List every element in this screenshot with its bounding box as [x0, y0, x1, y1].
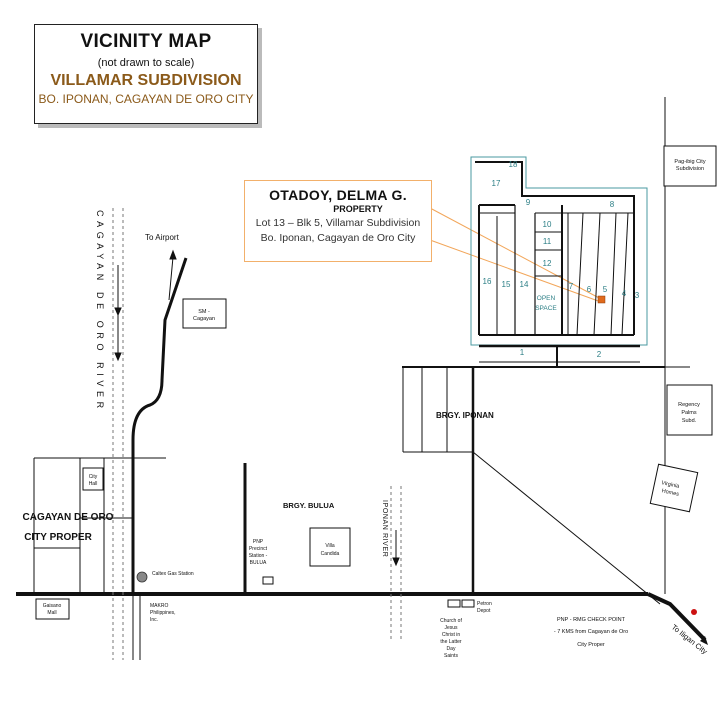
lot-8: 8: [610, 200, 615, 209]
brgy-bulua-label: BRGY. BULUA: [283, 501, 335, 510]
pagibig-box: [663, 145, 717, 187]
virginia-label-1: Virginia: [661, 480, 681, 490]
city-hall-box: [82, 467, 104, 491]
regency-box: [666, 384, 713, 436]
rivers: [112, 208, 402, 660]
lot-9: 9: [526, 198, 531, 207]
lot-14: 14: [520, 280, 529, 289]
cdo-proper-label-1: CAGAYAN DE ORO: [23, 512, 114, 523]
lot-3: 3: [635, 291, 640, 300]
petron-label-2: Depot: [477, 608, 491, 614]
river-flow-arrows: [114, 249, 400, 567]
gaisano-box: [35, 598, 70, 620]
regency-label-1: Regency: [678, 402, 700, 408]
pagibig-label-1: Pag-ibig City: [674, 159, 705, 165]
lot-7: 7: [569, 282, 574, 291]
pnp-label-4: BULUA: [250, 560, 267, 566]
map-title: VICINITY MAP: [80, 31, 212, 52]
subdivision-lots: [470, 156, 648, 346]
church-label-4: the Latter: [440, 639, 461, 645]
map-labels: Pag-ibig City Subdivision To Airport SM …: [23, 159, 710, 659]
virginia-label-2: Homes: [661, 488, 680, 498]
church-label-1: Church of: [440, 618, 462, 624]
checkpoint-label-3: City Proper: [577, 642, 605, 648]
makro-label-2: Philippines,: [150, 610, 176, 616]
lot-10: 10: [543, 220, 552, 229]
pnp-label-2: Precinct: [249, 546, 268, 552]
checkpoint-label-2: - 7 KMS from Cagayan de Oro: [554, 629, 628, 635]
church-label-3: Christ in: [442, 632, 461, 638]
subdivision-name: VILLAMAR SUBDIVISION: [50, 72, 242, 89]
gaisano-label-1: Gaisano: [43, 603, 62, 609]
sm-label-1: SM -: [198, 309, 210, 315]
diagonal-road: [472, 451, 661, 605]
pagibig-label-2: Subdivision: [676, 166, 704, 172]
regency-label-3: Subd.: [682, 418, 697, 424]
property-info-box: OTADOY, DELMA G. PROPERTY Lot 13 – Blk 5…: [244, 180, 432, 262]
church-label-2: Jesus: [444, 625, 458, 631]
lot-5: 5: [603, 285, 608, 294]
checkpoint-marker: [691, 609, 697, 615]
airport-road: [131, 257, 188, 594]
city-hall-label-2: Hall: [89, 481, 98, 487]
lot-numbers: 18 17 9 8 10 11 12 16 15 14 OPEN SPACE 7…: [483, 160, 640, 359]
lot-11: 11: [543, 237, 552, 246]
villa-candida-box: [309, 527, 351, 567]
church-label-5: Day: [447, 646, 456, 652]
lot-2: 2: [597, 350, 602, 359]
property-address: Bo. Iponan, Cagayan de Oro City: [260, 232, 416, 244]
pnp-label-1: PNP: [253, 539, 264, 545]
lot-17: 17: [492, 179, 501, 188]
iligan-arrow: [700, 636, 708, 645]
lot-1: 1: [520, 348, 525, 357]
caltex-label: Caltex Gas Station: [152, 571, 194, 577]
makro-label-1: MAKRO: [150, 603, 168, 609]
makro-label-3: Inc.: [150, 617, 158, 623]
villa-label-2: Candida: [321, 551, 340, 557]
lot-6: 6: [587, 285, 592, 294]
subdivision-location: BO. IPONAN, CAGAYAN DE ORO CITY: [38, 92, 254, 106]
landmark-boxes: [35, 145, 717, 620]
sm-box: [182, 298, 227, 329]
virginia-homes-box: [649, 463, 699, 513]
regency-label-2: Palms: [681, 410, 697, 416]
open-space-label-1: OPEN: [537, 295, 556, 302]
highway-to-iligan: [647, 592, 707, 642]
iponan-river-label: IPONAN RIVER: [381, 500, 388, 557]
gaisano-label-2: Mall: [47, 610, 56, 616]
property-owner: OTADOY, DELMA G.: [269, 187, 407, 203]
to-airport-label: To Airport: [145, 233, 180, 242]
church-label-6: Saints: [444, 653, 458, 659]
checkpoint-label-1: PNP - RMG CHECK POINT: [557, 617, 626, 623]
caltex-gas-station-marker: [136, 571, 148, 583]
map-title-box: VICINITY MAP (not drawn to scale) VILLAM…: [34, 24, 258, 124]
property-marker: [597, 295, 606, 304]
subdivision-blocks: [475, 161, 640, 363]
lot-12: 12: [543, 259, 552, 268]
city-hall-label-1: City: [89, 474, 98, 480]
petron-label-1: Petron: [477, 601, 492, 607]
lot-18: 18: [509, 160, 518, 169]
property-type: PROPERTY: [333, 204, 383, 214]
pnp-label-3: Station -: [249, 553, 268, 559]
lot-15: 15: [502, 280, 511, 289]
cdo-proper-label-2: CITY PROPER: [24, 532, 92, 543]
open-space-label-2: SPACE: [535, 305, 557, 312]
lot-16: 16: [483, 277, 492, 286]
villa-label-1: Villa: [325, 543, 335, 549]
cdo-river-label: CAGAYAN DE ORO RIVER: [95, 210, 105, 413]
sm-label-2: Cagayan: [193, 316, 215, 322]
brgy-iponan-label: BRGY. IPONAN: [436, 411, 494, 420]
lot-4: 4: [622, 289, 627, 298]
pnp-box: [262, 576, 274, 585]
scale-note: (not drawn to scale): [97, 57, 195, 69]
property-lot: Lot 13 – Blk 5, Villamar Subdivision: [255, 217, 421, 229]
